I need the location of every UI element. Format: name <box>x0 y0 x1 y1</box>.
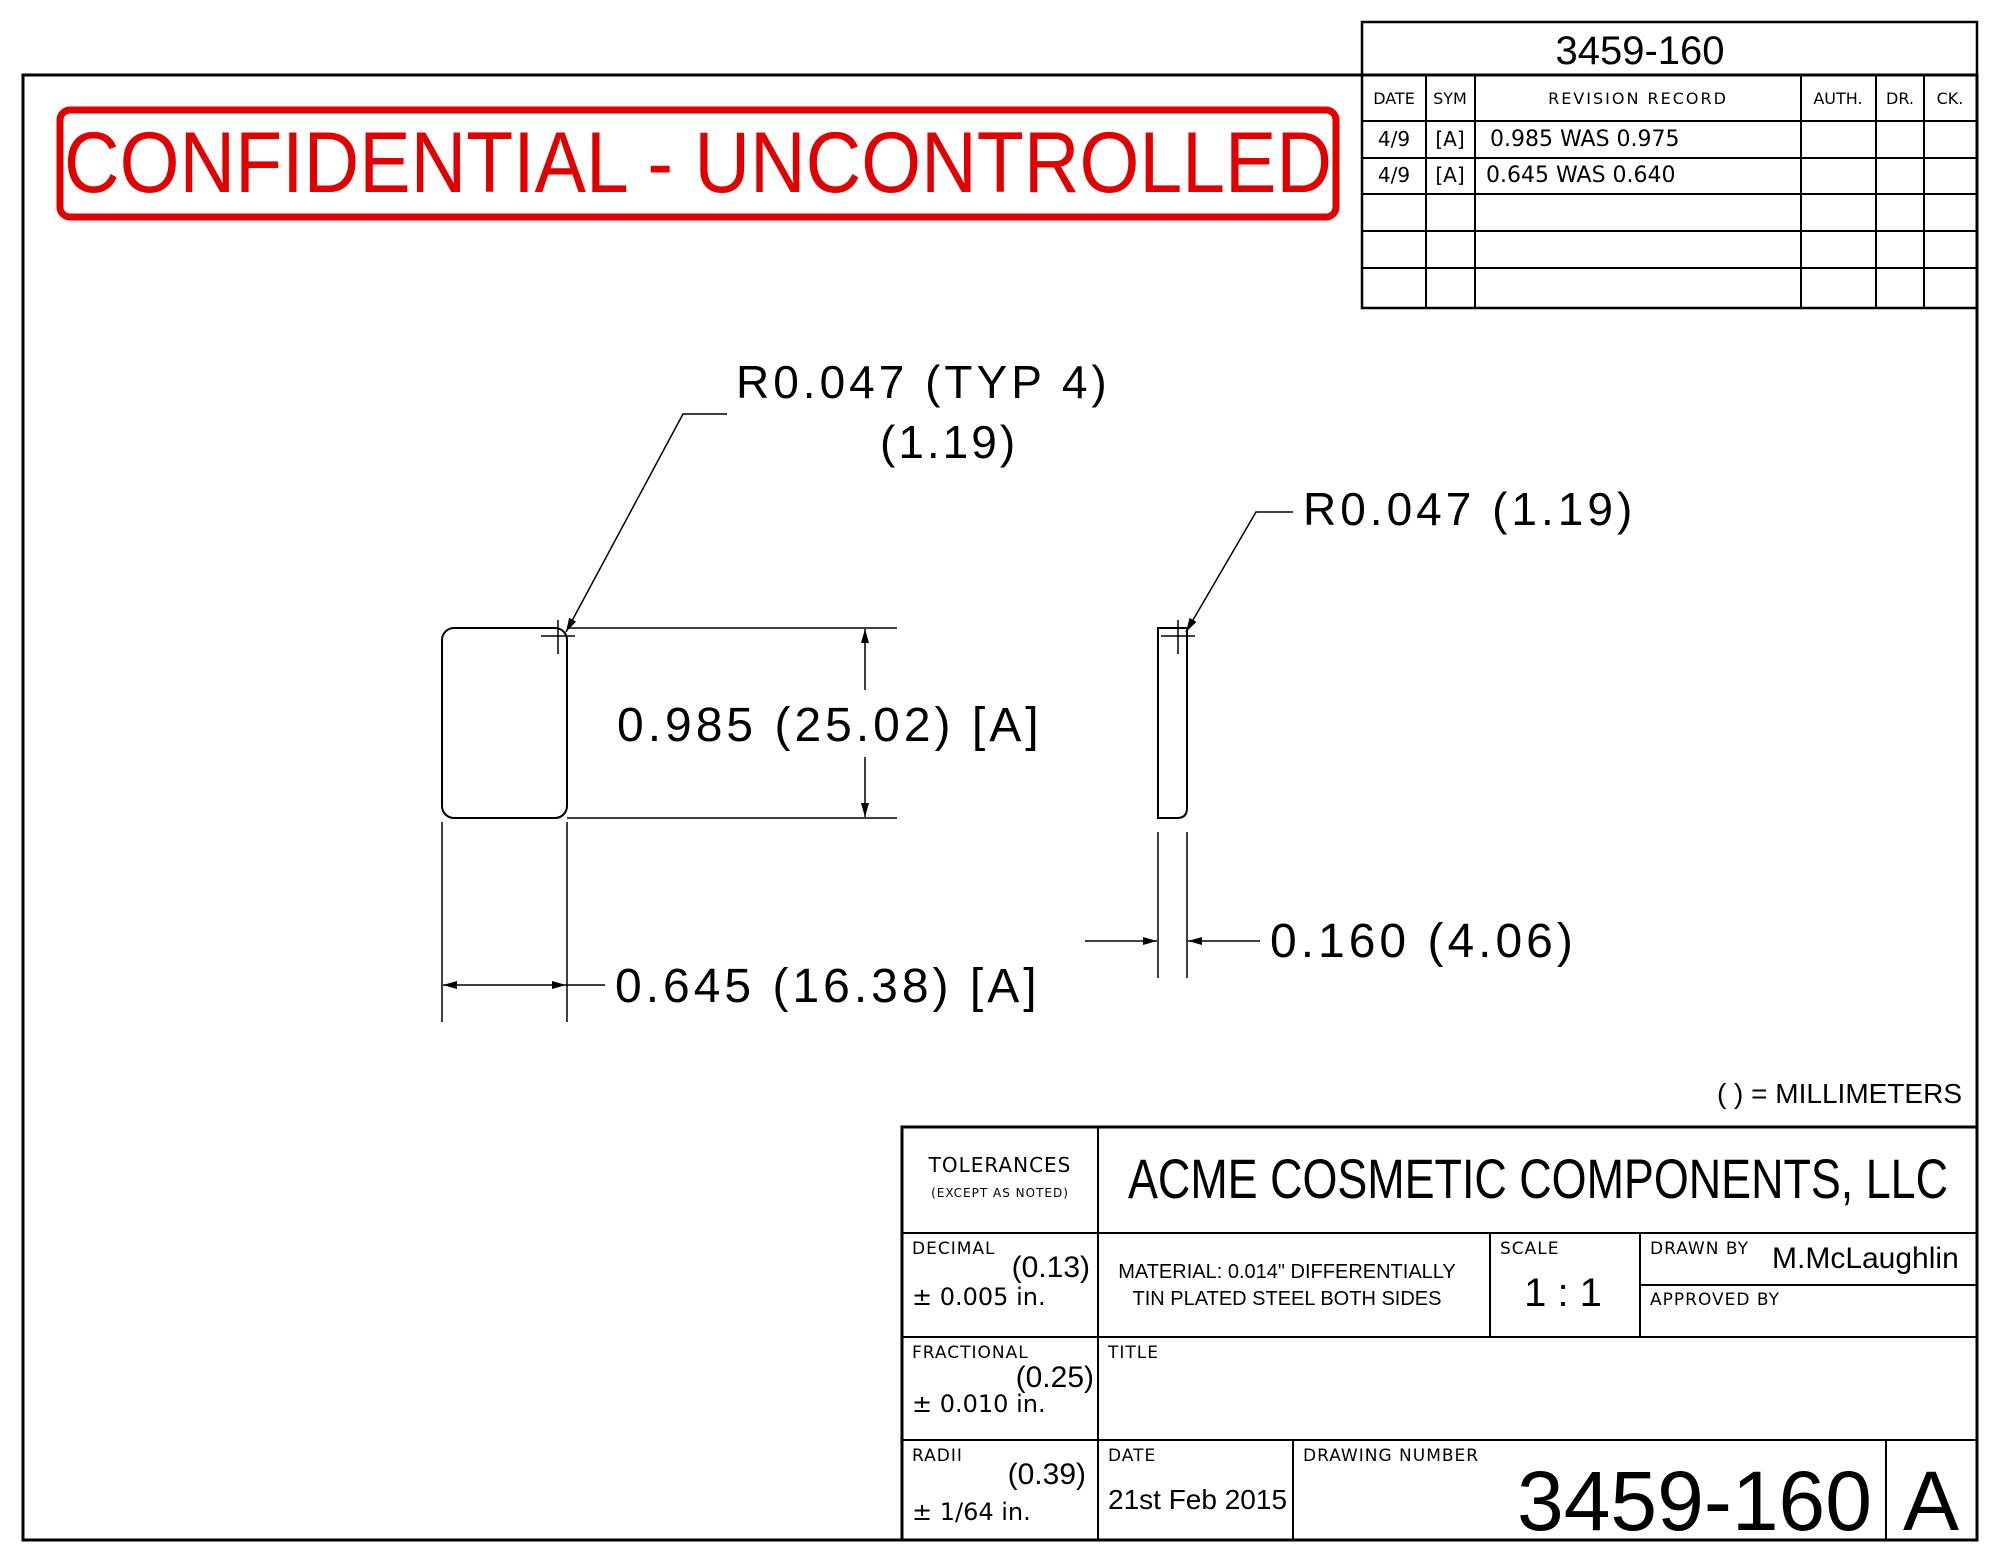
title-block: TOLERANCES (EXCEPT AS NOTED) ACME COSMET… <box>900 1125 1979 1545</box>
rev-row-record: 0.985 WAS 0.975 <box>1490 127 1680 152</box>
fractional-mm: (0.25) <box>1016 1361 1094 1394</box>
rev-row-sym: [A] <box>1435 127 1464 151</box>
rev-header-date: DATE <box>1373 89 1415 108</box>
drawing-number-label: DRAWING NUMBER <box>1303 1446 1479 1466</box>
confidential-stamp-text: CONFIDENTIAL - UNCONTROLLED <box>64 115 1332 211</box>
radius-note-left: R0.047 (TYP 4) <box>736 356 1111 408</box>
revision-letter: A <box>1903 1454 1959 1545</box>
rev-header-record: REVISION RECORD <box>1548 89 1728 108</box>
revision-block: 3459-160 DATE SYM REVISION RECORD AUTH. … <box>1360 20 1979 310</box>
drawn-by-label: DRAWN BY <box>1650 1239 1749 1259</box>
top-drawing-number: 3459-160 <box>1555 29 1724 73</box>
part-front-view <box>441 413 897 1022</box>
sheet-border <box>21 73 1979 1542</box>
decimal-in: ± 0.005 in. <box>912 1283 1046 1311</box>
scale-label: SCALE <box>1500 1239 1560 1259</box>
fractional-in: ± 0.010 in. <box>912 1390 1046 1418</box>
drawing-number: 3459-160 <box>1517 1454 1872 1545</box>
part-side-view <box>1085 511 1293 978</box>
rev-header-dr: DR. <box>1886 89 1914 108</box>
confidential-stamp: CONFIDENTIAL - UNCONTROLLED <box>56 106 1340 221</box>
width-dimension: 0.645 (16.38) [A] <box>615 960 1041 1013</box>
approved-by-label: APPROVED BY <box>1650 1290 1780 1310</box>
material-line1: MATERIAL: 0.014" DIFFERENTIALLY <box>1118 1261 1456 1283</box>
rev-row-date: 4/9 <box>1378 127 1410 151</box>
except-as-noted-label: (EXCEPT AS NOTED) <box>931 1186 1069 1200</box>
title-label: TITLE <box>1107 1343 1159 1363</box>
rev-header-auth: AUTH. <box>1813 89 1862 108</box>
radii-label: RADII <box>912 1446 963 1466</box>
date-label: DATE <box>1108 1446 1156 1466</box>
fractional-label: FRACTIONAL <box>912 1343 1029 1363</box>
decimal-mm: (0.13) <box>1012 1251 1090 1284</box>
company-name: ACME COSMETIC COMPONENTS, LLC <box>1128 1147 1948 1210</box>
units-note: ( ) = MILLIMETERS <box>1717 1078 1962 1109</box>
date-value: 21st Feb 2015 <box>1108 1484 1287 1515</box>
rev-row-sym: [A] <box>1435 163 1464 187</box>
height-dimension: 0.985 (25.02) [A] <box>617 699 1043 752</box>
material-line2: TIN PLATED STEEL BOTH SIDES <box>1133 1288 1442 1310</box>
rev-header-ck: CK. <box>1937 89 1964 108</box>
rev-row-date: 4/9 <box>1378 163 1410 187</box>
radii-in: ± 1/64 in. <box>912 1498 1031 1526</box>
radius-note-right: R0.047 (1.19) <box>1303 483 1636 535</box>
rev-header-sym: SYM <box>1433 89 1467 108</box>
tolerances-label: TOLERANCES <box>928 1153 1072 1177</box>
decimal-label: DECIMAL <box>912 1239 995 1259</box>
drawn-by-value: M.McLaughlin <box>1772 1242 1959 1275</box>
radius-note-left-mm: (1.19) <box>880 416 1018 468</box>
radii-mm: (0.39) <box>1008 1458 1086 1491</box>
rev-row-record: 0.645 WAS 0.640 <box>1486 163 1676 188</box>
scale-value: 1 : 1 <box>1524 1271 1602 1315</box>
thickness-dimension: 0.160 (4.06) <box>1270 915 1577 968</box>
